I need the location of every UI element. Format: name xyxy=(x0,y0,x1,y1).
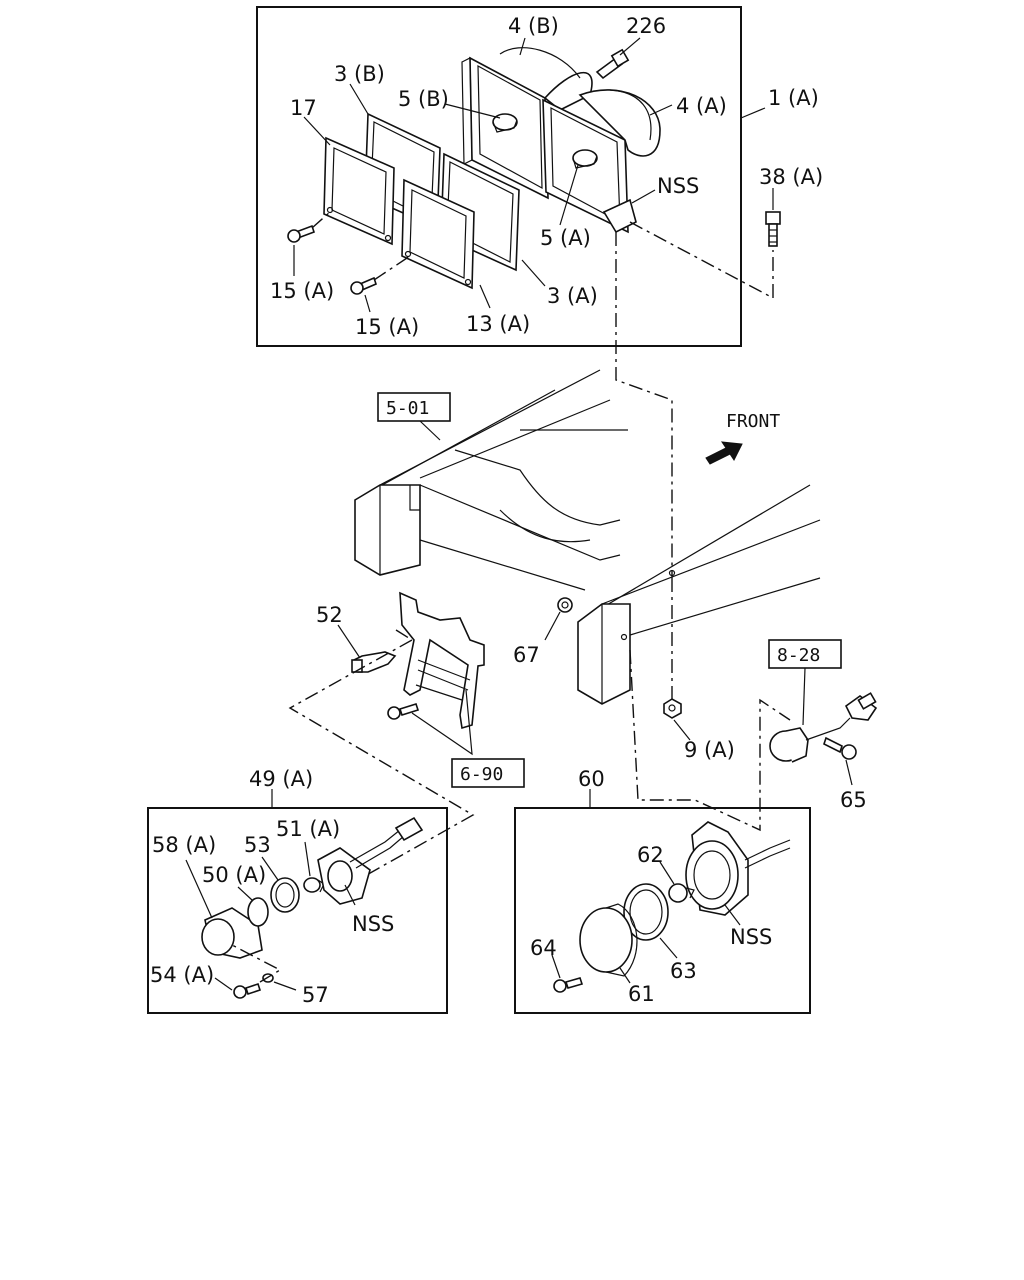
label-1a: 1 (A) xyxy=(768,86,819,110)
label-67: 67 xyxy=(513,643,540,667)
label-3b: 3 (B) xyxy=(334,62,385,86)
headlamp-group-frame xyxy=(256,6,742,347)
nss-bracket xyxy=(602,198,637,234)
label-63: 63 xyxy=(670,959,697,983)
ref-5-01-text: 5-01 xyxy=(386,398,429,419)
label-17: 17 xyxy=(290,96,317,120)
screw-15a-left[interactable] xyxy=(287,224,316,243)
front-arrow-icon xyxy=(705,441,743,465)
front-label: FRONT xyxy=(726,411,780,432)
label-nss-fog: NSS xyxy=(730,925,772,949)
bolt-65[interactable] xyxy=(823,736,857,760)
label-60: 60 xyxy=(578,767,605,791)
label-54a: 54 (A) xyxy=(150,963,214,987)
ref-box-5-01[interactable]: 5-01 xyxy=(377,392,451,441)
side-lamp-group-frame xyxy=(147,807,448,1014)
label-50a: 50 (A) xyxy=(202,863,266,887)
headlamp-group: 4 (B) 226 3 (B) 5 (B) 4 (A) 1 (A) 17 NSS… xyxy=(256,6,823,347)
label-13a: 13 (A) xyxy=(466,312,530,336)
label-15a-right: 15 (A) xyxy=(355,315,419,339)
label-4b: 4 (B) xyxy=(508,14,559,38)
ref-box-8-28[interactable]: 8-28 xyxy=(768,639,842,726)
label-nss-top: NSS xyxy=(657,174,699,198)
label-65: 65 xyxy=(840,788,867,812)
rim-17[interactable] xyxy=(323,136,395,246)
label-53: 53 xyxy=(244,833,271,857)
screw-226[interactable] xyxy=(595,48,630,80)
screw-54a[interactable] xyxy=(233,982,262,999)
label-4a: 4 (A) xyxy=(676,94,727,118)
housing-4a[interactable] xyxy=(542,89,661,234)
ref-8-28-text: 8-28 xyxy=(777,645,820,666)
label-61: 61 xyxy=(628,982,655,1006)
lens-58a[interactable] xyxy=(201,907,263,959)
bracket-bolt[interactable] xyxy=(387,703,420,720)
label-49a: 49 (A) xyxy=(249,767,313,791)
label-nss-side: NSS xyxy=(352,912,394,936)
ref-6-90-text: 6-90 xyxy=(460,764,503,785)
nut-9a[interactable] xyxy=(663,698,682,719)
label-58a: 58 (A) xyxy=(152,833,216,857)
label-52: 52 xyxy=(316,603,343,627)
fog-lamp-group-frame xyxy=(514,807,811,1014)
side-lamp-group: 49 (A) 58 (A) 53 51 (A) 50 (A) NSS 54 (A… xyxy=(147,767,448,1014)
label-57: 57 xyxy=(302,983,329,1007)
label-51a: 51 (A) xyxy=(276,817,340,841)
lens-61[interactable] xyxy=(579,903,638,977)
label-15a-left: 15 (A) xyxy=(270,279,334,303)
label-38a: 38 (A) xyxy=(759,165,823,189)
label-5a: 5 (A) xyxy=(540,226,591,250)
label-3a: 3 (A) xyxy=(547,284,598,308)
packing-50a[interactable] xyxy=(247,897,269,927)
label-5b: 5 (B) xyxy=(398,87,449,111)
side-lamp-socket[interactable] xyxy=(317,816,424,905)
bulb-5a[interactable] xyxy=(572,149,598,169)
ring-53[interactable] xyxy=(270,877,300,913)
bulb-62[interactable] xyxy=(668,883,695,903)
screw-64[interactable] xyxy=(553,977,584,993)
label-226: 226 xyxy=(626,14,666,38)
fog-lamp-group: 60 62 NSS 64 63 61 xyxy=(514,767,811,1014)
bolt-38a[interactable] xyxy=(765,211,781,247)
ref-box-6-90[interactable]: 6-90 xyxy=(411,689,525,788)
fog-lamp-housing[interactable] xyxy=(685,821,791,916)
rim-13a[interactable] xyxy=(401,178,475,290)
label-64: 64 xyxy=(530,936,557,960)
nut-67[interactable] xyxy=(557,597,573,613)
label-62: 62 xyxy=(637,843,664,867)
bulb-51a[interactable] xyxy=(303,877,325,893)
screw-15a-right[interactable] xyxy=(350,276,377,295)
chassis-frame xyxy=(354,369,821,705)
front-direction: FRONT xyxy=(705,411,780,465)
label-9a: 9 (A) xyxy=(684,738,735,762)
lamp-bracket[interactable] xyxy=(399,591,485,730)
fog-lamp-installed[interactable] xyxy=(769,692,878,763)
